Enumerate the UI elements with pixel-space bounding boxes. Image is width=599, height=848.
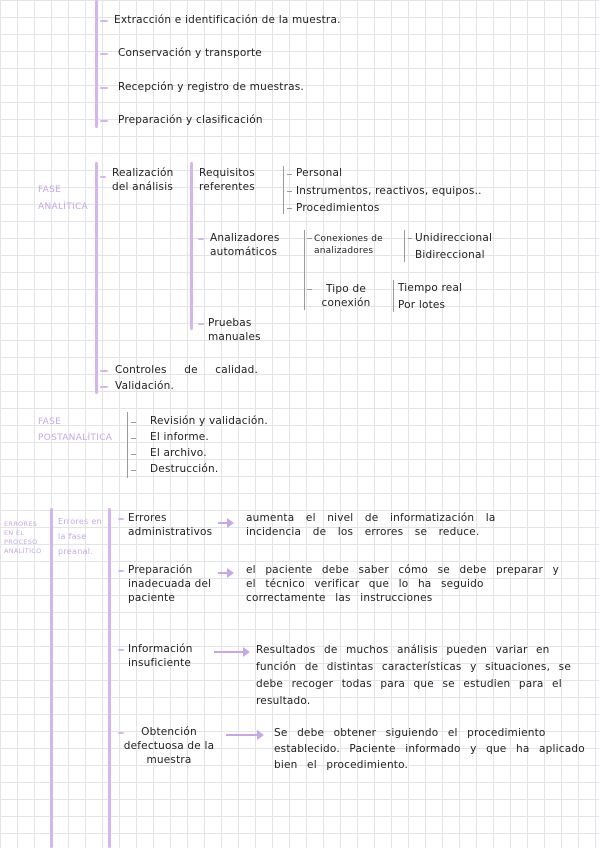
dash <box>287 208 292 209</box>
postanalitica-item: Destrucción. <box>150 463 219 475</box>
requisito-item: Instrumentos, reactivos, equipos.. <box>296 185 482 197</box>
postanalitica-item: Revisión y validación. <box>150 415 268 427</box>
bullet-dash <box>100 53 108 55</box>
error-effect: Resultados de muchos análisis pueden var… <box>256 644 571 707</box>
bullet-dash <box>100 370 108 372</box>
tipo-conexion: Tipo de conexión <box>321 283 371 309</box>
controles-calidad: Controles de calidad. <box>115 364 259 376</box>
requisitos-referentes: Requisitos referentes <box>199 167 255 193</box>
requisitos-bracket <box>190 162 193 330</box>
dash <box>408 238 412 239</box>
dash <box>287 174 292 175</box>
arrow-icon <box>226 730 264 740</box>
dash <box>287 191 292 192</box>
error-effect: el paciente debe saber cómo se debe prep… <box>246 564 559 604</box>
bullet-dash <box>118 649 124 651</box>
bullet-dash <box>100 176 106 178</box>
preanalitica-item: Extracción e identificación de la muestr… <box>114 14 341 26</box>
preanalitica-item: Preparación y clasificación <box>118 114 263 126</box>
postanalitica-item: El archivo. <box>150 447 207 459</box>
bullet-dash <box>100 386 108 388</box>
conexiones-brace <box>404 230 405 262</box>
analizadores-brace <box>304 230 305 310</box>
bullet-dash <box>118 570 124 572</box>
postanalitica-brace <box>127 412 128 478</box>
tipo-item: Tiempo real <box>398 282 463 294</box>
preanalitica-item: Conservación y transporte <box>118 47 262 59</box>
dash <box>131 454 136 455</box>
bullet-dash <box>198 323 204 325</box>
fase-analitica-label: FASE ANALÍTICA <box>38 185 89 212</box>
bullet-dash <box>100 20 108 22</box>
validacion: Validación. <box>115 380 175 392</box>
dash <box>131 470 136 471</box>
preanalitica-errors-bracket <box>108 508 111 848</box>
bullet-dash <box>100 120 108 122</box>
dash <box>131 438 136 439</box>
requisito-item: Personal <box>296 167 343 179</box>
error-cause: Preparación inadecuada del paciente <box>128 564 212 604</box>
dash <box>307 289 312 290</box>
requisitos-brace <box>283 166 284 214</box>
tipo-brace <box>393 280 394 312</box>
error-effect: aumenta el nivel de informatización la i… <box>246 512 496 538</box>
pruebas-manuales: Pruebas manuales <box>208 317 261 343</box>
bullet-dash <box>198 238 204 240</box>
analitica-bracket <box>95 162 98 394</box>
postanalitica-item: El informe. <box>150 431 209 443</box>
fase-preanalitica-label: Errores en la fase preanal. <box>58 517 102 556</box>
conexiones-analizadores: Conexiones de analizadores <box>314 234 383 256</box>
errores-bracket <box>50 508 53 848</box>
error-effect: Se debe obtener siguiendo el procedimien… <box>274 727 585 771</box>
realizacion-analisis: Realización del análisis <box>112 167 174 193</box>
dash <box>131 422 136 423</box>
tipo-item: Por lotes <box>398 299 446 311</box>
arrow-icon <box>218 568 234 578</box>
bullet-dash <box>100 87 108 89</box>
error-cause: Obtención defectuosa de la muestra <box>123 726 215 766</box>
bullet-dash <box>118 518 124 520</box>
error-cause: Información insuficiente <box>128 643 193 669</box>
errores-label: ERRORES EN EL PROCESO ANALÍTICO <box>4 520 42 555</box>
preanalitica-item: Recepción y registro de muestras. <box>118 81 304 93</box>
arrow-icon <box>218 518 234 528</box>
fase-postanalitica-label: FASE POSTANALÍTICA <box>38 417 113 443</box>
conexion-item: Bidireccional <box>415 249 485 261</box>
conexion-item: Unidireccional <box>415 232 493 244</box>
arrow-icon <box>214 647 250 657</box>
requisito-item: Procedimientos <box>296 202 380 214</box>
dash <box>307 238 312 239</box>
error-cause: Errores administrativos <box>128 512 213 538</box>
preanalitica-bracket <box>95 0 98 128</box>
analizadores-automaticos: Analizadores automáticos <box>210 232 280 258</box>
bullet-dash <box>118 732 124 734</box>
